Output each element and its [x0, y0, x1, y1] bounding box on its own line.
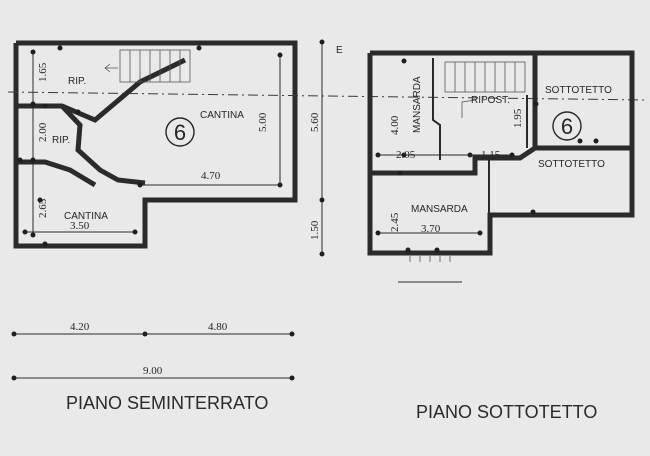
room-label-ripost: RIPOST.: [471, 95, 510, 106]
room-label-rip-top: RIP.: [68, 76, 86, 87]
seminterrato-plan: RIP. RIP. CANTINA CANTINA 6 1.65 2.00 2.…: [13, 40, 298, 249]
dim-total: 9.00: [143, 365, 163, 377]
plan-letter: E: [336, 45, 343, 56]
title-sottotetto: PIANO SOTTOTETTO: [416, 402, 597, 422]
sottotetto-partition-h1: [370, 145, 632, 176]
dim-w-115: 1.15: [481, 149, 501, 161]
sottotetto-plan: E: [336, 45, 635, 283]
room-label-cantina-small: CANTINA: [64, 211, 108, 222]
dim-mansarda-bot-h: 2.45: [389, 212, 401, 232]
overall-vertical-dims: 5.60 1.50: [309, 39, 325, 257]
dim-mansarda-h: 4.00: [389, 115, 401, 135]
seminterrato-partition-mid: [60, 104, 146, 186]
sottotetto-stair: [444, 61, 526, 118]
unit-mark-left: 6: [174, 120, 186, 145]
dim-left-top: 1.65: [37, 62, 49, 82]
dim-ripost-h: 1.95: [512, 108, 524, 128]
dim-left-bot: 2.65: [37, 198, 49, 218]
dim-inner-width: 4.70: [201, 170, 221, 182]
dim-mansarda-bot-w: 3.70: [421, 223, 441, 235]
room-label-mansarda-bot: MANSARDA: [411, 204, 468, 215]
room-label-cantina-main: CANTINA: [200, 110, 244, 121]
dim-seg1: 4.20: [70, 321, 90, 333]
sottotetto-partition-v1: [432, 58, 441, 160]
overall-horizontal-dims: 4.20 4.80 9.00: [11, 321, 295, 381]
seminterrato-partition-low: [16, 159, 97, 188]
dim-vertical-upper: 5.60: [309, 112, 321, 132]
dim-inner-height: 5.00: [257, 112, 269, 132]
room-label-mansarda-top: MANSARDA: [412, 76, 423, 133]
dim-left-mid: 2.00: [37, 122, 49, 142]
unit-mark-circle-left: [165, 117, 195, 147]
section-axis-line: [7, 91, 646, 101]
dim-vertical-lower: 1.50: [309, 220, 321, 240]
unit-mark-right: 6: [561, 114, 573, 139]
seminterrato-stair: [104, 49, 191, 83]
seminterrato-outer-wall: [13, 40, 298, 249]
room-label-sottotetto-top: SOTTOTETTO: [545, 85, 612, 96]
title-seminterrato: PIANO SEMINTERRATO: [66, 393, 268, 413]
dim-seg2: 4.80: [208, 321, 228, 333]
room-label-rip-mid: RIP.: [52, 135, 70, 146]
unit-mark-circle-right: [552, 111, 582, 141]
room-label-sottotetto-bot: SOTTOTETTO: [538, 159, 605, 170]
dim-small-width: 3.50: [70, 220, 90, 232]
dim-w-205: 2.05: [396, 149, 416, 161]
